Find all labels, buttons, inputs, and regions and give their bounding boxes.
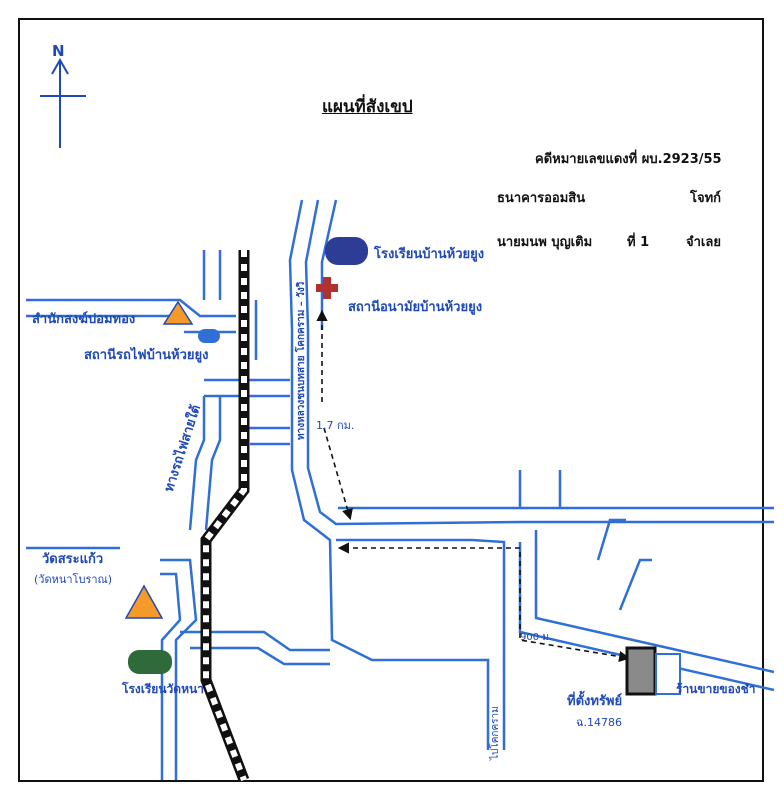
property-plot [625, 646, 657, 696]
school-wat-na-icon [128, 650, 172, 674]
defendant-number: ที่ 1 [627, 235, 650, 250]
highway-right-edge [304, 199, 774, 526]
hospital-cross-icon [316, 277, 338, 299]
road-left-bottom [180, 630, 330, 652]
defendant-role: จำเลย [686, 235, 721, 250]
road-left-low [160, 558, 198, 780]
road-to-property-b [534, 530, 775, 674]
label-property: ที่ตั้งทรัพย์ [567, 694, 623, 709]
road-bottom-main [336, 538, 506, 750]
arrow-down-junction [323, 427, 353, 521]
road-network [26, 199, 775, 780]
road-left-vert-d [204, 396, 222, 531]
label-to-khok-khram: ไปโคกคราม [490, 706, 501, 760]
road-left-low-b [160, 572, 182, 780]
label-school-huai-yung: โรงเรียนบ้านห้วยยูง [374, 247, 485, 262]
train-station-icon [198, 329, 220, 343]
distance-arrows [316, 309, 631, 663]
shop-plot [655, 653, 681, 695]
label-train-station: สถานีรถไฟบ้านห้วยยูง [84, 348, 209, 363]
label-health-station: สถานีอนามัยบ้านห้วยยูง [348, 300, 483, 315]
label-school-wat-na: โรงเรียนวัดหนา [122, 682, 204, 696]
plaintiff-name: ธนาคารออมสิน [497, 191, 586, 206]
arrow-down-property [519, 552, 631, 663]
defendant-name: นายมนพ บุญเติม [497, 235, 593, 250]
label-rice-shop: ร้านขายของชำ [676, 682, 756, 696]
case-number: คดีหมายเลขแดงที่ ผบ.2923/55 [535, 152, 722, 167]
temple-icon-wat-sra-kaew [124, 584, 164, 619]
label-monastery: สำนักสงฆ์ปอมทอง [32, 312, 136, 327]
label-wat-sub: (วัดหนาโบราณ) [34, 573, 113, 586]
highway-left-edge [288, 199, 490, 750]
plaintiff-role: โจทก์ [690, 191, 722, 206]
label-distance-1: 1.7 กม. [316, 419, 355, 432]
page-border [18, 18, 764, 782]
label-distance-2: 900 ม. [520, 632, 553, 643]
road-left-bottom-b [190, 646, 330, 666]
label-highway: ทางหลวงชนบทสาย โคกคราม – วังวิ [296, 281, 307, 440]
school-icon [325, 237, 368, 265]
label-deed: ฉ.14786 [576, 716, 622, 729]
temple-icon [162, 300, 194, 325]
road-top-right [320, 199, 338, 330]
north-label: N [52, 42, 65, 60]
map-title: แผนที่สังเขป [322, 97, 413, 117]
road-small-right [596, 518, 626, 561]
north-arrow-icon [40, 57, 86, 148]
road-small-right-b [618, 558, 652, 611]
road-left-vert-c [188, 396, 206, 531]
railway-line [200, 250, 250, 782]
road-left-upper [26, 298, 236, 318]
label-wat-sra-kaew: วัดสระแก้ว [42, 552, 104, 567]
